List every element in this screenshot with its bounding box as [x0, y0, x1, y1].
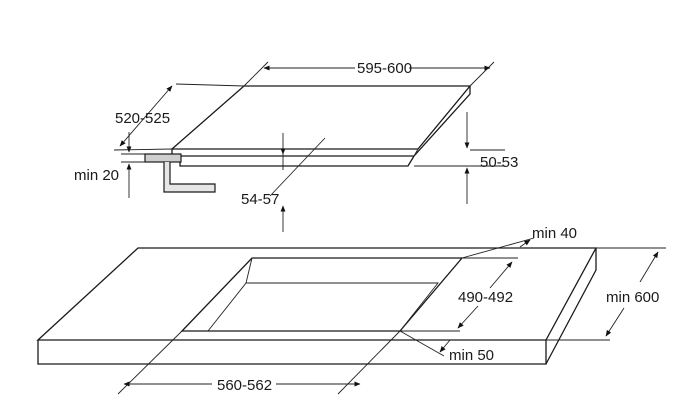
dim-worktop-depth: min 600: [546, 247, 666, 341]
cutout-back-label: min 40: [532, 225, 577, 242]
dim-hob-width: 595-600: [243, 60, 495, 87]
dim-cutout-front: min 50: [399, 330, 494, 364]
hob-body: [171, 86, 471, 157]
worktop-front: [37, 340, 547, 365]
cutout-inner-back: [246, 282, 439, 332]
dim-cutout-depth: 490-492: [400, 257, 518, 332]
hob-drawing: [170, 85, 472, 167]
dim-cutout-width: 560-562: [117, 330, 401, 395]
hob-height-label: 50-53: [480, 154, 518, 171]
dim-edge-min: min 20: [74, 132, 145, 198]
cutout-inner-left: [207, 257, 253, 332]
worktop-section: [144, 153, 182, 163]
cutout-depth-label: 490-492: [458, 289, 513, 306]
cutout-opening: [180, 257, 464, 332]
hob-width-label: 595-600: [357, 60, 412, 77]
dim-hob-inset: 54-57: [241, 133, 326, 232]
hob-top-plate: [170, 85, 472, 150]
hob-edge: [413, 148, 419, 157]
worktop-depth-label: min 600: [606, 289, 659, 306]
worktop-drawing: [36, 247, 598, 365]
fixing-bracket: [163, 162, 216, 193]
hob-depth-label: 520-525: [115, 110, 170, 127]
dim-hob-depth: 520-525: [113, 83, 245, 151]
dim-cutout-back: min 40: [461, 225, 577, 259]
hob-inset-label: 54-57: [241, 191, 279, 208]
worktop-side: [545, 248, 597, 365]
worktop-profile: [144, 153, 216, 193]
dim-hob-height: 50-53: [414, 112, 518, 204]
cutout-width-label: 560-562: [217, 377, 272, 394]
edge-min-label: min 20: [74, 167, 119, 184]
hob-underside: [179, 155, 415, 167]
cutout-front-label: min 50: [449, 347, 494, 364]
